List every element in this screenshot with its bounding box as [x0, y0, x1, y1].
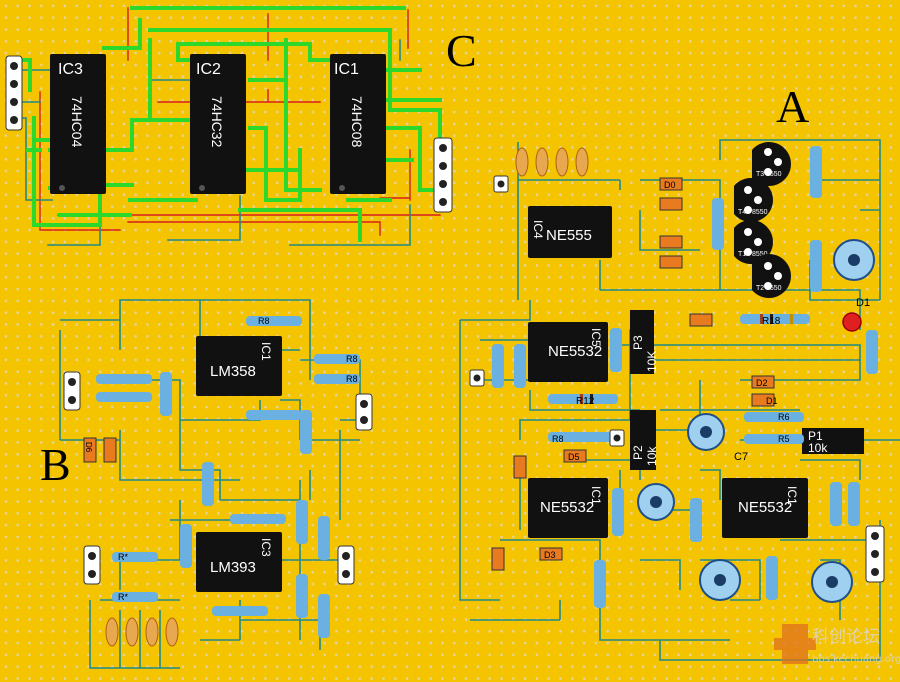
ic-chip-ne5532-right: NE5532 IC1 [722, 478, 808, 538]
connector-left-c [5, 55, 23, 131]
watermark-url: bbs.kechuang.org [812, 654, 900, 665]
transistor-t4: T4 8550 [734, 178, 773, 223]
led-d1: D1 [842, 297, 870, 332]
section-b-label: B [40, 439, 71, 490]
ne5532-top-ref: IC5 [589, 328, 603, 347]
t1-ref: T1 [738, 251, 746, 258]
connector-right-c [433, 137, 453, 213]
section-c-label: C [446, 25, 477, 76]
analog-section-traces [59, 139, 900, 669]
resistor-r18: R18 [740, 314, 810, 327]
watermark-cn: 科创论坛 [812, 627, 880, 647]
ic-chip-ic2-74hc32: IC2 74HC32 [190, 54, 246, 194]
transistor-t2: T2 8550 [752, 254, 791, 298]
ne5532-top-label: NE5532 [548, 343, 602, 360]
t4-ref: T4 [738, 209, 746, 216]
transistor-t3: T3 8550 [752, 142, 791, 186]
lm358-part-label: LM358 [210, 363, 256, 380]
p3-value: 10K [645, 351, 659, 372]
ic4-ref-label: IC4 [531, 220, 545, 239]
watermark-logo: 科创论坛 bbs.kechuang.org [774, 624, 900, 665]
diodes-a [491, 177, 775, 571]
ne5532-mid-ref: IC1 [589, 486, 603, 505]
ic-chip-ne5532-mid: NE5532 IC1 [528, 478, 608, 538]
ic-chip-ne5532-top: NE5532 IC5 [528, 322, 608, 382]
d1-label: D1 [766, 396, 778, 406]
ic1-ref-label: IC1 [334, 61, 359, 78]
r5-label: R5 [778, 434, 790, 444]
diodes-b [83, 437, 117, 463]
p1-value: 10k [808, 441, 828, 455]
resistors-b [96, 316, 360, 638]
connector-a-right [865, 525, 885, 583]
ic-chip-lm393: LM393 IC3 [196, 532, 282, 592]
led-d1-label: D1 [856, 297, 870, 309]
d6-label: D6 [84, 442, 93, 453]
ic-chip-ic1-74hc08: IC1 74HC08 [330, 54, 386, 194]
c7-label: C7 [734, 451, 748, 463]
d5-label: D5 [568, 452, 580, 462]
r8-label-a: R8 [552, 434, 564, 444]
ne555-part-label: NE555 [546, 227, 592, 244]
r8-label-b: R8 [258, 316, 270, 326]
transistor-t1: T1 8550 [734, 220, 773, 265]
test-pads-a [469, 175, 625, 447]
ic2-part-label: 74HC32 [209, 96, 225, 148]
t3-ref: T3 [756, 171, 764, 178]
lm393-ref: IC3 [259, 538, 273, 557]
ic1-part-label: 74HC08 [349, 96, 365, 148]
p2-value: 10k [645, 446, 659, 466]
ceramic-caps-row [515, 147, 589, 177]
d3-label: D3 [544, 550, 556, 560]
potentiometer-p1: P1 10k [802, 428, 864, 455]
ic3-ref-label: IC3 [58, 61, 83, 78]
ic-chip-lm358: LM358 IC1 [196, 336, 282, 396]
t3-part: 8550 [766, 171, 782, 178]
resistor-r12: R12 [548, 394, 618, 407]
resistors-a [492, 146, 878, 608]
ceramic-caps-bottom [105, 617, 179, 647]
ne5532-right-label: NE5532 [738, 499, 792, 516]
d0-label: D0 [664, 180, 676, 190]
ic3-part-label: 74HC04 [69, 96, 85, 148]
t4-part: 8550 [752, 209, 768, 216]
t2-ref: T2 [756, 285, 764, 292]
ne5532-mid-label: NE5532 [540, 499, 594, 516]
ic-chip-ic4-ne555: NE555 IC4 [528, 206, 612, 258]
section-a-label: A [776, 81, 809, 132]
connectors-b [63, 371, 373, 585]
ic-chip-ic3-74hc04: IC3 74HC04 [50, 54, 106, 194]
r8-label-b2: R8 [346, 354, 358, 364]
lm358-ref: IC1 [259, 342, 273, 361]
lm393-part-label: LM393 [210, 559, 256, 576]
potentiometer-p3: P3 10K [630, 310, 659, 374]
r8-label-b3: R8 [346, 374, 358, 384]
potentiometer-p2: P2 10k [630, 410, 659, 470]
p2-ref: P2 [631, 445, 645, 460]
r18-label: R18 [762, 316, 781, 327]
t2-part: 8550 [766, 285, 782, 292]
r12-label: R12 [576, 396, 595, 407]
p3-ref: P3 [631, 335, 645, 350]
rstar-label-2: R* [118, 592, 128, 602]
rstar-label-1: R* [118, 552, 128, 562]
ne5532-right-ref: IC1 [785, 486, 799, 505]
p1-ref: P1 [808, 429, 823, 443]
ic2-ref-label: IC2 [196, 61, 221, 78]
d2-label: D2 [756, 378, 768, 388]
r6-label: R6 [778, 412, 790, 422]
t1-part: 8550 [752, 251, 768, 258]
